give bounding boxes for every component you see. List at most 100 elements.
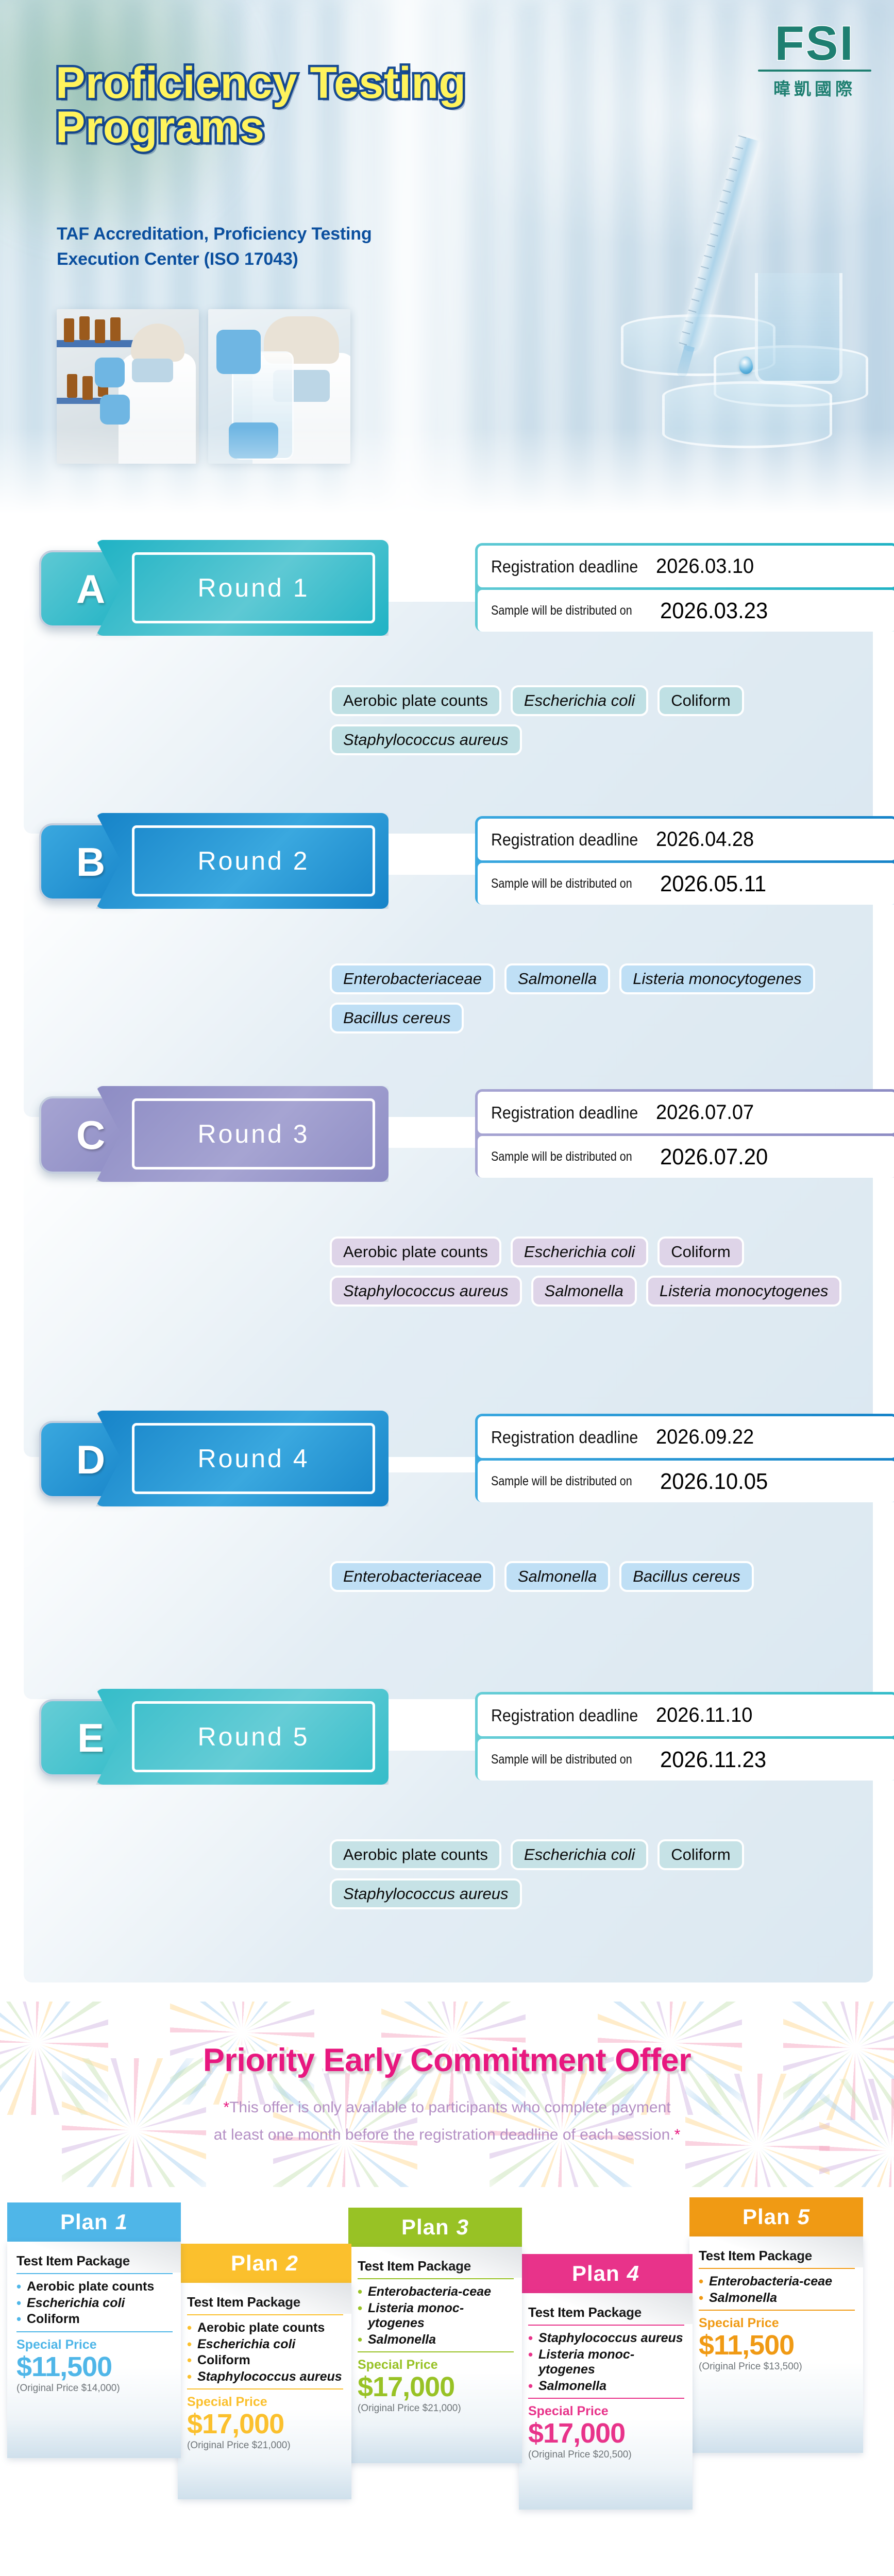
round-label: Round 3 xyxy=(197,1120,310,1148)
plan-package-label: Test Item Package xyxy=(16,2253,130,2268)
round-panel xyxy=(24,875,873,1117)
round-label: Round 5 xyxy=(197,1722,310,1751)
plan-price: $11,500 xyxy=(16,2351,112,2382)
test-item-chip: Bacillus cereus xyxy=(330,1003,464,1033)
plan-divider-bottom xyxy=(528,2398,684,2399)
round-banner: Round 2 xyxy=(96,813,389,909)
plan-card-body: Test Item PackageEnterobacteria-ceaeList… xyxy=(348,2247,522,2463)
plan-original-price: (Original Price $13,500) xyxy=(699,2361,802,2372)
plan-item-list: Enterobacteria-ceaeListeria monoc-ytogen… xyxy=(358,2284,514,2347)
plan-name: Plan xyxy=(401,2215,449,2239)
plan-number: 5 xyxy=(797,2205,811,2229)
plan-special-price-label: Special Price xyxy=(528,2404,609,2418)
test-item-chip: Salmonella xyxy=(504,1561,611,1592)
plan-item: Escherichia coli xyxy=(16,2295,173,2311)
test-item-chip-list: Enterobacteriaceae Salmonella Listeria mon… xyxy=(330,963,845,1033)
fsi-logo: FSI 暐凱國際 xyxy=(755,16,874,100)
sample-distribution-label: Sample will be distributed on xyxy=(491,876,632,891)
plan-number: 1 xyxy=(115,2210,128,2234)
sample-distribution-date: 2026.07.20 xyxy=(660,1144,768,1170)
page-title-line1: Proficiency Testing xyxy=(54,58,468,108)
registration-deadline-label: Registration deadline xyxy=(491,1427,638,1447)
test-item-chip: Escherichia coli xyxy=(510,685,649,716)
plan-item: Staphylococcus aureus xyxy=(528,2330,684,2346)
plan-item: Aerobic plate counts xyxy=(187,2320,343,2336)
test-item-chip: Salmonella xyxy=(531,1276,637,1307)
plan-divider-top xyxy=(187,2314,343,2315)
registration-deadline-row: Registration deadline 2026.03.10 xyxy=(478,546,894,587)
test-item-chip: Listeria monocytogenes xyxy=(619,963,815,994)
sample-distribution-label: Sample will be distributed on xyxy=(491,1474,632,1488)
plan-divider-top xyxy=(16,2273,173,2274)
page-subtitle-line1: TAF Accreditation, Proficiency Testing xyxy=(57,224,372,244)
test-item-chip: Enterobacteriaceae xyxy=(330,963,495,994)
hero-bottom-fade xyxy=(0,428,894,526)
offer-title: Priority Early Commitment Offer xyxy=(200,2040,694,2081)
round-banner: Round 4 xyxy=(96,1411,389,1506)
plan-item: Escherichia coli xyxy=(187,2336,343,2352)
test-item-chip: Salmonella xyxy=(504,963,611,994)
sample-distribution-date: 2026.10.05 xyxy=(660,1468,768,1494)
plan-price: $17,000 xyxy=(528,2418,626,2449)
page-title-line2: Programs xyxy=(54,103,267,152)
plan-item: Aerobic plate counts xyxy=(16,2279,173,2295)
plan-name: Plan xyxy=(230,2251,279,2275)
sample-distribution-row: Sample will be distributed on 2026.10.05 xyxy=(478,1461,894,1502)
registration-deadline-date: 2026.09.22 xyxy=(656,1426,754,1448)
plan-original-price: (Original Price $21,000) xyxy=(358,2403,461,2414)
plan-name: Plan xyxy=(60,2210,108,2234)
sample-distribution-label: Sample will be distributed on xyxy=(491,603,632,618)
offer-note: *This offer is only available to partici… xyxy=(0,2094,894,2148)
plan-item: Enterobacteria-ceae xyxy=(699,2274,855,2290)
fsi-logo-mark: FSI xyxy=(774,16,855,70)
plan-package-label: Test Item Package xyxy=(528,2304,642,2320)
sample-distribution-date: 2026.03.23 xyxy=(660,598,768,623)
registration-deadline-label: Registration deadline xyxy=(491,1103,638,1122)
plan-package-label: Test Item Package xyxy=(358,2258,471,2274)
plan-special-price-label: Special Price xyxy=(699,2316,779,2330)
round-label: Round 1 xyxy=(197,573,310,602)
registration-deadline-label: Registration deadline xyxy=(491,556,638,576)
page-subtitle: TAF Accreditation, Proficiency Testing E… xyxy=(57,222,510,273)
plan-special-price-label: Special Price xyxy=(187,2395,267,2409)
plan-card-body: Test Item PackageEnterobacteria-ceaeSalm… xyxy=(689,2236,863,2453)
sample-distribution-label: Sample will be distributed on xyxy=(491,1752,632,1767)
registration-deadline-date: 2026.03.10 xyxy=(656,555,754,578)
plan-item: Coliform xyxy=(187,2352,343,2368)
round-banner: Round 3 xyxy=(96,1086,389,1182)
offer-note-line1: This offer is only available to particip… xyxy=(229,2099,671,2116)
sample-distribution-date: 2026.05.11 xyxy=(660,871,767,896)
offer-asterisk-leading: * xyxy=(223,2099,230,2116)
hero-banner: Proficiency Testing Programs TAF Accredi… xyxy=(0,0,894,526)
plan-package-label: Test Item Package xyxy=(187,2294,300,2310)
test-item-chip: Staphylococcus aureus xyxy=(330,724,522,755)
sample-distribution-row: Sample will be distributed on 2026.05.11 xyxy=(478,863,894,905)
plan-item: Salmonella xyxy=(358,2332,514,2348)
round-panel xyxy=(24,602,873,834)
plan-card-header: Plan 1 xyxy=(7,2202,181,2242)
plan-card-body: Test Item PackageAerobic plate countsEsc… xyxy=(7,2242,181,2458)
